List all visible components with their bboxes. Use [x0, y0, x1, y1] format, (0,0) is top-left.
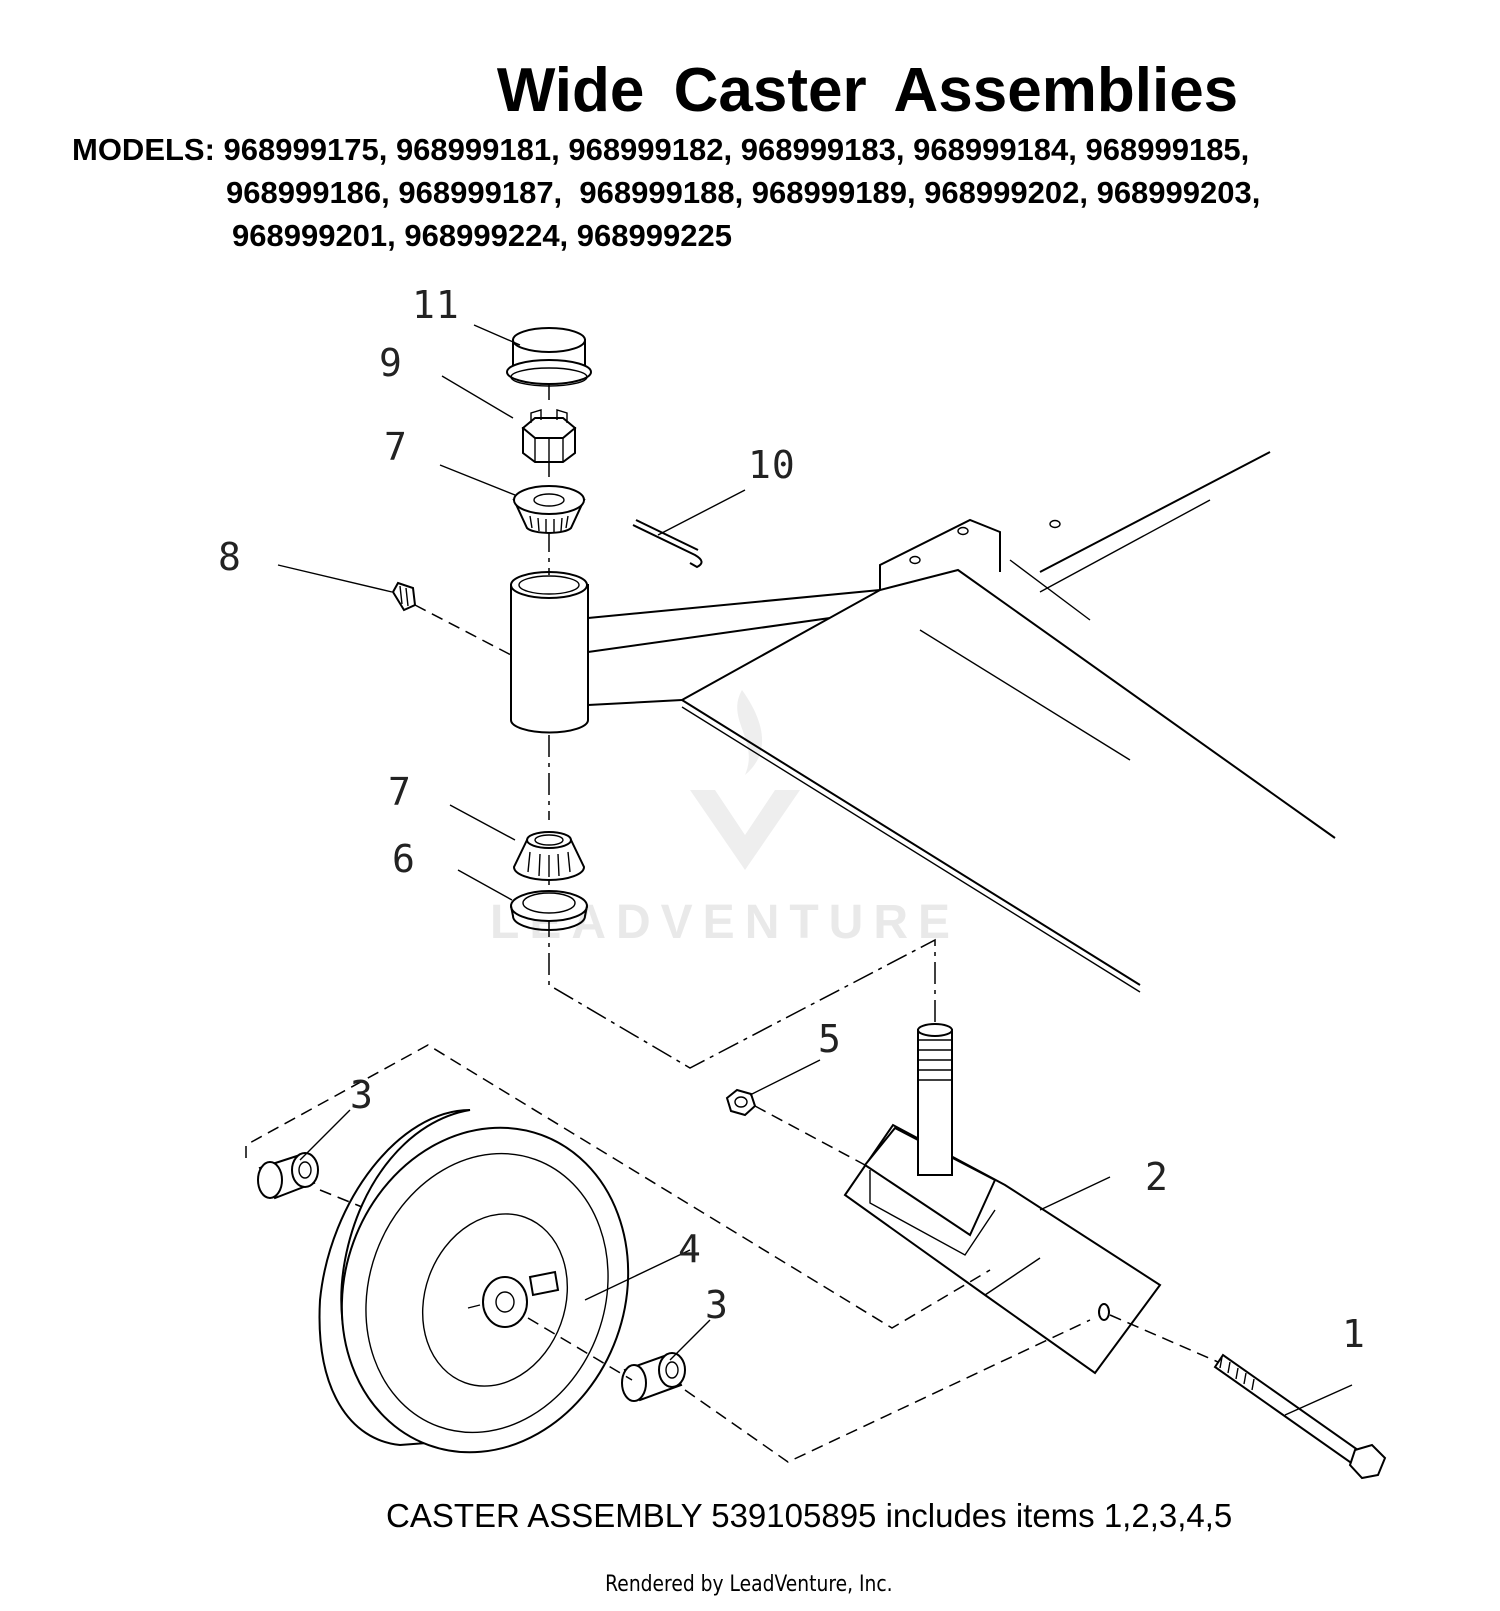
callout-10: 10: [748, 443, 796, 487]
callout-5: 5: [818, 1017, 842, 1061]
spindle-tube: [510, 571, 589, 734]
caster-yoke: [843, 1023, 1162, 1375]
castle-nut: [521, 409, 577, 463]
callout-8: 8: [218, 535, 242, 579]
lower-bearing: [512, 831, 586, 881]
caster-arm: [587, 589, 881, 706]
callout-3-lower: 3: [705, 1283, 729, 1327]
wheel-spacer-upper: [257, 1152, 319, 1200]
callout-1: 1: [1342, 1312, 1366, 1356]
axle-bolt: [1109, 1314, 1387, 1480]
models-line-2: 968999186, 968999187, 968999188, 9689991…: [226, 175, 1261, 210]
mower-deck: [681, 451, 1336, 993]
callout-11: 11: [412, 283, 460, 327]
grease-fitting: [391, 581, 512, 656]
bearing-cup: [510, 890, 588, 931]
callout-6: 6: [392, 837, 416, 881]
wheel-spacer-lower: [621, 1352, 686, 1402]
dust-cap: [506, 327, 592, 387]
models-line-3: 968999201, 968999224, 968999225: [232, 218, 732, 253]
hex-nut: [725, 1088, 866, 1166]
cotter-pin: [632, 519, 703, 569]
callout-2: 2: [1145, 1155, 1169, 1199]
callout-7-lower: 7: [388, 770, 412, 814]
caster-assembly-note: CASTER ASSEMBLY 539105895 includes items…: [386, 1497, 1233, 1534]
wheel-tire: [318, 1109, 630, 1454]
callout-3-upper: 3: [350, 1073, 374, 1117]
centerline-vertical: [548, 380, 936, 1069]
page-title: Wide Caster Assemblies: [496, 56, 1239, 125]
callout-9: 9: [379, 341, 403, 385]
upper-bearing: [512, 485, 586, 534]
guide-lines: [245, 1044, 1091, 1463]
leader-lines: [277, 324, 1353, 1416]
rendered-by-credit: Rendered by LeadVenture, Inc.: [605, 1572, 893, 1597]
callout-7-upper: 7: [384, 425, 408, 469]
callout-4: 4: [678, 1227, 702, 1271]
models-line-1: MODELS: 968999175, 968999181, 968999182,…: [72, 132, 1250, 167]
